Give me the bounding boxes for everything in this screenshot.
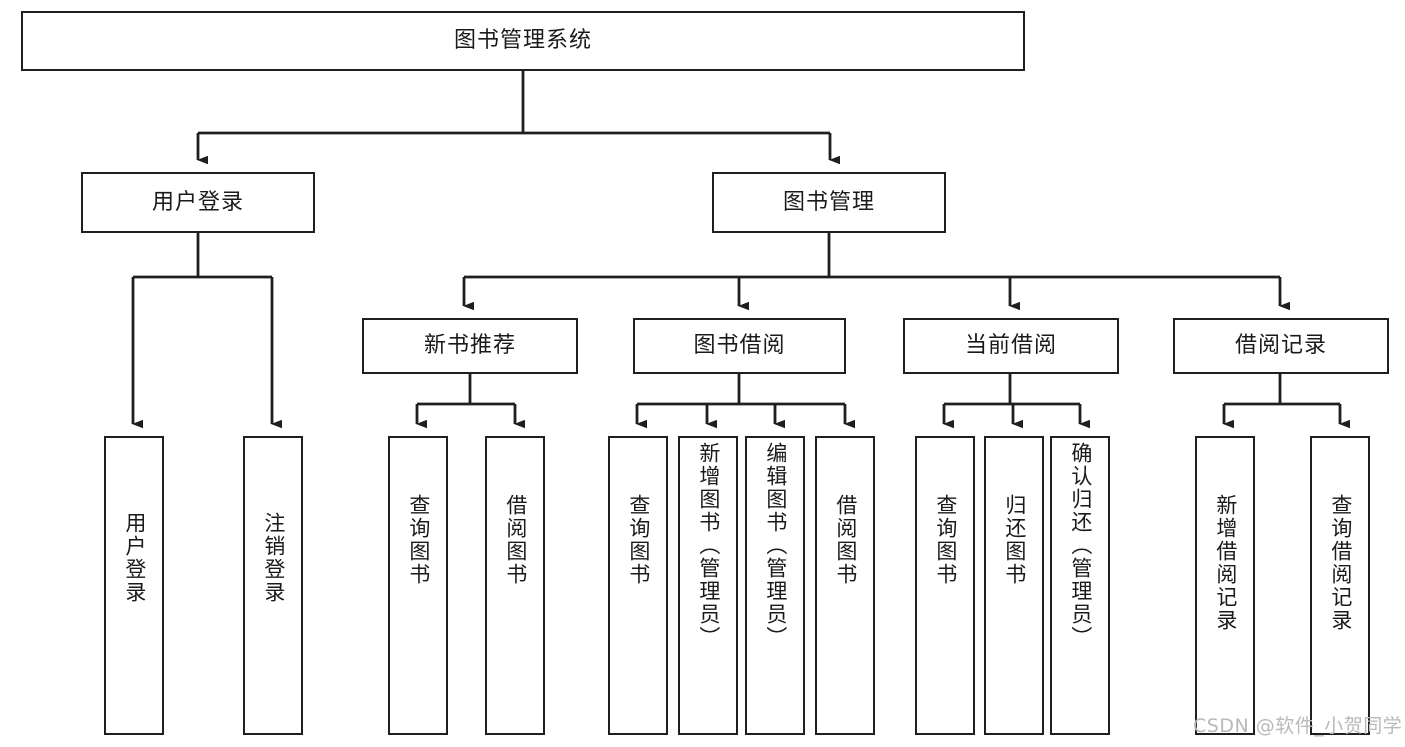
node-leaf-query-book-1[interactable]: 查询图书 bbox=[388, 436, 448, 735]
node-leaf-logout-login[interactable]: 注销登录 bbox=[243, 436, 303, 735]
node-label: 归还图书 bbox=[1002, 494, 1027, 586]
node-leaf-add-record[interactable]: 新增借阅记录 bbox=[1195, 436, 1255, 735]
node-label: 借阅记录 bbox=[1234, 333, 1327, 358]
node-label: 新增图书（管理员） bbox=[696, 442, 721, 649]
node-label: 注销登录 bbox=[261, 512, 286, 604]
node-leaf-query-book-3[interactable]: 查询图书 bbox=[915, 436, 975, 735]
node-label: 新书推荐 bbox=[423, 333, 516, 358]
node-label: 查询图书 bbox=[626, 494, 651, 586]
node-leaf-borrow-book-1[interactable]: 借阅图书 bbox=[485, 436, 545, 735]
node-leaf-add-book[interactable]: 新增图书（管理员） bbox=[678, 436, 738, 735]
node-label: 图书借阅 bbox=[693, 333, 786, 358]
node-leaf-confirm-return[interactable]: 确认归还（管理员） bbox=[1050, 436, 1110, 735]
node-current-borrow[interactable]: 当前借阅 bbox=[903, 318, 1119, 374]
node-label: 查询图书 bbox=[933, 494, 958, 586]
node-leaf-query-book-2[interactable]: 查询图书 bbox=[608, 436, 668, 735]
node-label: 借阅图书 bbox=[833, 494, 858, 586]
node-leaf-user-login[interactable]: 用户登录 bbox=[104, 436, 164, 735]
node-leaf-borrow-book-2[interactable]: 借阅图书 bbox=[815, 436, 875, 735]
node-leaf-edit-book[interactable]: 编辑图书（管理员） bbox=[745, 436, 805, 735]
node-book-borrow[interactable]: 图书借阅 bbox=[633, 318, 846, 374]
node-label: 编辑图书（管理员） bbox=[763, 442, 788, 649]
node-user-login[interactable]: 用户登录 bbox=[81, 172, 315, 233]
node-label: 图书管理系统 bbox=[453, 28, 592, 53]
node-leaf-return-book[interactable]: 归还图书 bbox=[984, 436, 1044, 735]
node-borrow-record[interactable]: 借阅记录 bbox=[1173, 318, 1389, 374]
node-new-book-recommend[interactable]: 新书推荐 bbox=[362, 318, 578, 374]
node-book-management[interactable]: 图书管理 bbox=[712, 172, 946, 233]
node-label: 新增借阅记录 bbox=[1213, 494, 1238, 632]
node-label: 用户登录 bbox=[122, 512, 147, 604]
node-root-book-management-system[interactable]: 图书管理系统 bbox=[21, 11, 1025, 71]
node-label: 确认归还（管理员） bbox=[1068, 442, 1093, 649]
node-label: 图书管理 bbox=[782, 189, 875, 215]
node-label: 查询借阅记录 bbox=[1328, 494, 1353, 632]
node-label: 用户登录 bbox=[151, 189, 244, 215]
watermark: CSDN @软件_小贺同学 bbox=[1193, 715, 1403, 737]
node-label: 借阅图书 bbox=[503, 494, 528, 586]
node-label: 当前借阅 bbox=[964, 333, 1057, 358]
node-label: 查询图书 bbox=[406, 494, 431, 586]
node-leaf-query-record[interactable]: 查询借阅记录 bbox=[1310, 436, 1370, 735]
